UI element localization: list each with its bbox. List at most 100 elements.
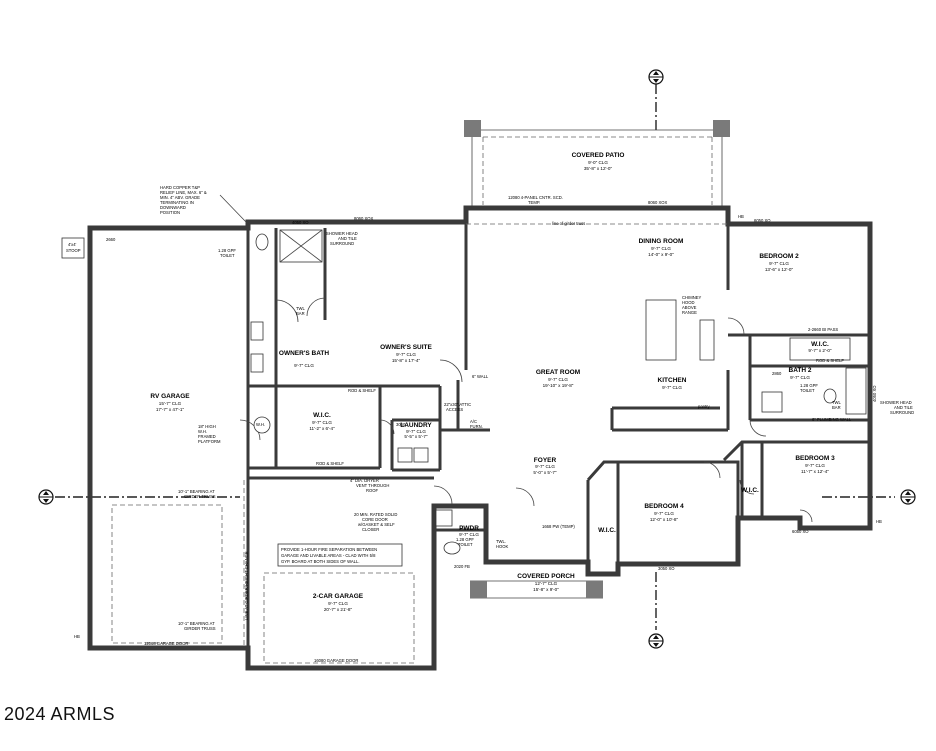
room-name-wic-owner: W.I.C. — [313, 412, 331, 419]
note-pwdr-toilet-1: 1.28 GPF — [456, 537, 474, 542]
room-dim-two-car-1: 9'-7" CLG — [328, 601, 348, 606]
section-marker-bottom-icon — [648, 633, 664, 649]
note-shower-b2-2: AND TILE — [894, 405, 913, 410]
room-name-wic-b4: W.I.C. — [598, 527, 616, 534]
opening-pass: 2-2660 BI PASS — [808, 327, 838, 332]
note-bath2-toilet-2: TOILET — [800, 388, 815, 393]
room-dim-bath2: 9'-7" CLG — [790, 375, 810, 380]
note-rod-shelf-bottom: ROD & SHELF — [316, 461, 344, 466]
note-dryer-vent-3: ROOF — [366, 488, 379, 493]
room-name-dining: DINING ROOM — [639, 238, 684, 245]
opening-garage-rv: 12068 GARAGE DOOR — [144, 641, 188, 646]
room-name-wic-b3: W.I.C. — [741, 487, 759, 494]
note-bearing2-1: 10'-1" BEARING AT — [178, 621, 215, 626]
room-name-owners-suite: OWNER'S SUITE — [380, 344, 432, 351]
note-wh: W.H. — [256, 422, 265, 427]
section-marker-top-icon — [648, 69, 664, 85]
note-panel-door-1: 12080 4-PANEL CNTR. SCD. — [508, 195, 563, 200]
note-chimney-1: CHIMNEY — [682, 295, 702, 300]
watermark: 2024 ARMLS — [4, 704, 116, 724]
door-swings — [239, 297, 813, 523]
room-name-bedroom2: BEDROOM 2 — [759, 253, 799, 260]
note-bath2-toilet-1: 1.28 GPF — [800, 383, 818, 388]
note-twl-bar-owner-2: BAR — [296, 311, 305, 316]
room-dim-wic-owner-1: 9'-7" CLG — [312, 420, 332, 425]
room-name-bath2: BATH 2 — [789, 367, 812, 374]
room-dim-bedroom4-1: 9'-7" CLG — [654, 511, 674, 516]
room-name-great-room: GREAT ROOM — [536, 369, 580, 376]
note-twl-hook-2: HOOK — [496, 544, 509, 549]
room-name-laundry: LAUNDRY — [400, 422, 432, 429]
room-dim-bedroom3-2: 11'-7" x 12'-4" — [801, 469, 829, 474]
note-solid-core-3: w/GASKET & SELF — [358, 522, 395, 527]
note-chimney-4: RANGE — [682, 310, 697, 315]
note-platform-2: W.H. — [198, 429, 207, 434]
section-marker-left-icon — [38, 489, 54, 505]
note-chimney-3: ABOVE — [682, 305, 697, 310]
note-copper-3: MIN. 4" ABV. GRADE — [160, 195, 200, 200]
room-dim-owners-suite-1: 9'-7" CLG — [396, 352, 416, 357]
room-dim-great-room-2: 19'-10" x 19'-8" — [543, 383, 574, 388]
note-copper-4: TERMINATING IN — [160, 200, 194, 205]
room-dim-owners-suite-2: 15'-8" x 17'-4" — [392, 358, 421, 363]
note-plumbing-wall: 6" PLUMBING WALL — [812, 417, 852, 422]
note-attic-2: ACCESS — [446, 407, 463, 412]
room-dim-great-room-1: 9'-7" CLG — [548, 377, 568, 382]
room-dim-wic-b2: 9'-7" x 2'-0" — [808, 348, 832, 353]
room-name-owners-bath: OWNER'S BATH — [279, 350, 329, 357]
note-attic-1: 22"x30" ATTIC — [444, 402, 471, 407]
room-dim-covered-patio-1: 9'-0" CLG — [588, 160, 608, 165]
room-dim-bedroom2-2: 13'-6" x 12'-0" — [765, 267, 794, 272]
note-solid-core-4: CLOSER — [362, 527, 379, 532]
opening-8060a: 8060 XOX — [354, 216, 374, 221]
room-name-bedroom3: BEDROOM 3 — [795, 455, 835, 462]
covered-patio — [464, 120, 730, 208]
note-pwdr-toilet-2: TOILET — [458, 542, 473, 547]
note-toilet-owner-1: 1.28 GPF — [218, 248, 236, 253]
note-bath2-twl-2: BAR — [832, 405, 841, 410]
note-solid-core-2: CORE DOOR — [362, 517, 388, 522]
note-wall6: 6" WALL — [472, 374, 489, 379]
note-shower-b2-3: SURROUND — [890, 410, 914, 415]
room-dim-foyer-1: 9'-7" CLG — [535, 464, 555, 469]
opening-2860: 2860 — [772, 371, 782, 376]
room-dim-covered-patio-2: 35'-8" x 12'-0" — [584, 166, 613, 171]
rv-parking-outline — [111, 504, 223, 644]
note-ac-2: FURN. — [470, 424, 483, 429]
section-marker-right-icon — [900, 489, 916, 505]
room-dim-wic-owner-2: 11'-2" x 6'-4" — [309, 426, 335, 431]
opening-hb1: HB — [738, 214, 744, 219]
room-dim-bedroom2-1: 9'-7" CLG — [769, 261, 789, 266]
note-shower-owner-3: SURROUND — [330, 241, 354, 246]
note-shower-b2-1: SHOWER HEAD — [880, 400, 912, 405]
room-dim-foyer-2: 5'-0" x 5'-7" — [533, 470, 557, 475]
room-dim-laundry-1: 9'-7" CLG — [406, 429, 426, 434]
opening-3050: 3050 XO — [658, 566, 675, 571]
note-ac-1: A/C — [470, 419, 477, 424]
note-panel-door-2: TEMP. — [528, 200, 540, 205]
note-rod-shelf-top: ROD & SHELF — [348, 388, 376, 393]
note-copper-1: HARD COPPER T&P — [160, 185, 200, 190]
room-name-kitchen: KITCHEN — [658, 377, 687, 384]
room-dim-bedroom4-2: 12'-0" x 10'-8" — [650, 517, 679, 522]
note-fire-sep-3: GYP. BOARD AT BOTH SIDES OF WALL. — [281, 559, 360, 564]
room-dim-owners-bath: 9'-7" CLG — [294, 363, 314, 368]
opening-4050: 4050 XO — [292, 220, 309, 225]
room-dim-kitchen: 9'-7" CLG — [662, 385, 682, 390]
note-shower-owner-2: AND TILE — [338, 236, 357, 241]
opening-labels: 12068 GARAGE DOOR 16080 GARAGE DOOR 1668… — [74, 200, 882, 663]
opening-entry: 1668 PW (TEMP) — [542, 524, 575, 529]
room-name-covered-patio: COVERED PATIO — [572, 152, 625, 159]
opening-3060: 3060 — [396, 422, 406, 427]
room-dim-covered-porch-1: 12'-7" CLG — [535, 581, 558, 586]
note-platform-3: FRAMED — [198, 434, 216, 439]
note-dryer-vent-1: 4" DIA. DRYER — [350, 478, 379, 483]
room-name-pwdr: PWDR — [459, 525, 479, 532]
interior-walls — [88, 208, 870, 648]
note-dryer-vent-2: VENT THROUGH — [356, 483, 389, 488]
note-stoop-1: 4'x4' — [68, 242, 77, 247]
opening-4050b: 4050 XO — [872, 385, 877, 402]
room-labels: COVERED PATIO 9'-0" CLG 35'-8" x 12'-0" … — [150, 152, 835, 612]
room-name-rv-garage: RV GARAGE — [150, 393, 190, 400]
